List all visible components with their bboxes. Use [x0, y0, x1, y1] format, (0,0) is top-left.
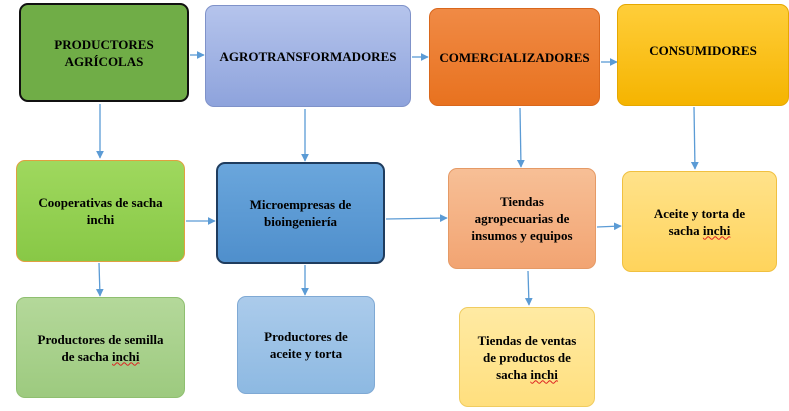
arrow-tiendas-aceite: [596, 222, 622, 231]
node-aceite-torta-line2: sacha inchi: [654, 222, 745, 239]
node-comercializadores: COMERCIALIZADORES: [429, 8, 600, 106]
node-microempresas: Microempresas de bioingeniería: [216, 162, 385, 264]
node-cooperativas: Cooperativas de sacha inchi: [16, 160, 185, 262]
node-tiendas-agro-line1: Tiendas: [500, 194, 544, 209]
node-tiendas-agropecuarias: Tiendas agropecuarias de insumos y equip…: [448, 168, 596, 269]
node-comercializadores-label: COMERCIALIZADORES: [439, 49, 590, 65]
arrow-tiendas-ventas: [524, 270, 533, 306]
node-prod-aceite-line2: aceite y torta: [269, 346, 343, 361]
arrow-consumidores-aceite: [690, 106, 699, 170]
node-aceite-torta: Aceite y torta de sacha inchi: [622, 171, 777, 272]
node-ventas-line2: de productos de: [483, 349, 571, 365]
node-ventas-line3-a: sacha: [496, 366, 531, 382]
node-aceite-torta-line2-a: sacha: [668, 222, 703, 238]
node-semilla-line2-b: inchi: [112, 348, 140, 364]
node-consumidores-label: CONSUMIDORES: [649, 43, 757, 58]
node-aceite-torta-line2-b: inchi: [702, 222, 731, 238]
node-aceite-torta-line1: Aceite y torta de: [653, 205, 746, 221]
node-consumidores: CONSUMIDORES: [617, 4, 789, 106]
node-tiendas-ventas: Tiendas de ventas de productos de sacha …: [459, 307, 595, 407]
node-microempresas-line2: bioingeniería: [264, 214, 337, 229]
node-semilla-line2-a: de sacha: [61, 348, 113, 364]
node-productores-agricolas: PRODUCTORES AGRÍCOLAS: [19, 3, 189, 102]
node-ventas-line3-b: inchi: [530, 366, 558, 382]
node-semilla-line2: de sacha inchi: [38, 348, 164, 365]
node-productores-aceite: Productores de aceite y torta: [237, 296, 375, 394]
node-cooperativas-line2: inchi: [86, 212, 115, 227]
node-prod-aceite-line1: Productores de: [264, 329, 348, 344]
node-cooperativas-line1: Cooperativas de sacha: [38, 195, 163, 210]
node-ventas-line3: sacha inchi: [478, 366, 577, 383]
node-semilla-line1: Productores de semilla: [37, 331, 164, 347]
arrow-comercial-tiendas: [516, 107, 525, 168]
node-tiendas-agro-line3: insumos y equipos: [471, 228, 573, 243]
node-productores-line1: PRODUCTORES: [54, 36, 154, 52]
arrow-microempresas-tiendas: [385, 214, 448, 223]
node-productores-semilla: Productores de semilla de sacha inchi: [16, 297, 185, 398]
node-microempresas-line1: Microempresas de: [249, 197, 352, 212]
node-ventas-line1: Tiendas de ventas: [477, 332, 577, 348]
node-agrotransformadores-label: AGROTRANSFORMADORES: [219, 48, 397, 64]
arrow-cooperativas-semilla: [95, 262, 104, 297]
node-tiendas-agro-line2: agropecuarias de: [474, 211, 570, 226]
node-productores-line2: AGRÍCOLAS: [64, 53, 144, 69]
node-agrotransformadores: AGROTRANSFORMADORES: [205, 5, 411, 107]
